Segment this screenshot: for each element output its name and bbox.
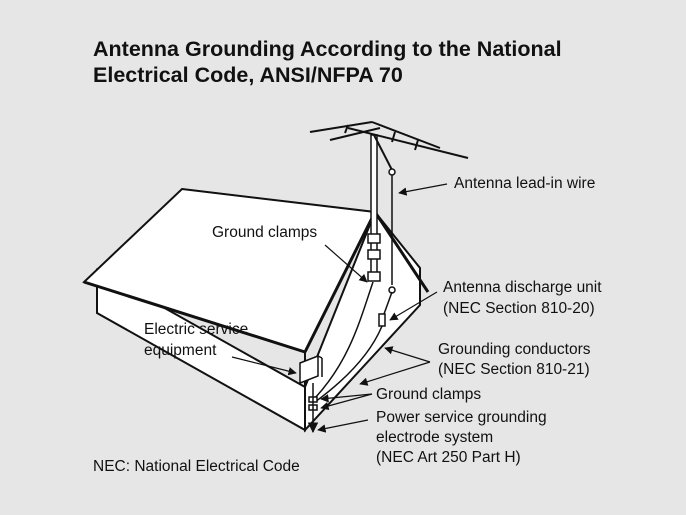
label-grounding-conductors-line1: Grounding conductors	[438, 341, 591, 358]
grounding-conductor-1	[314, 281, 374, 399]
label-electric-service-line1: Electric service	[144, 321, 249, 338]
label-antenna-lead-in-wire: Antenna lead-in wire	[454, 175, 596, 192]
footnote-nec: NEC: National Electrical Code	[93, 458, 300, 475]
antenna-discharge-unit	[378, 313, 386, 327]
roof-eave	[83, 280, 306, 354]
label-discharge-unit-line1: Antenna discharge unit	[443, 279, 602, 296]
label-power-service-line1: Power service grounding	[376, 409, 547, 426]
antenna-array	[309, 121, 469, 171]
mast-ground-clamps	[367, 233, 381, 282]
label-power-service-line2: electrode system	[376, 429, 494, 446]
diagram-title: Antenna Grounding According to the Natio…	[93, 36, 653, 88]
label-discharge-unit-line2: (NEC Section 810-20)	[443, 300, 595, 317]
title-line-1: Antenna Grounding According to the Natio…	[93, 37, 562, 61]
electric-service-box	[299, 354, 319, 385]
label-grounding-conductors-line2: (NEC Section 810-21)	[438, 361, 590, 378]
leader-arrows	[231, 183, 448, 433]
label-ground-clamps-top: Ground clamps	[212, 224, 318, 241]
label-electric-service-line2: equipment	[144, 342, 217, 359]
label-ground-clamps-bottom: Ground clamps	[376, 386, 482, 403]
title-line-2: Electrical Code, ANSI/NFPA 70	[93, 63, 403, 87]
label-power-service-line3: (NEC Art 250 Part H)	[376, 449, 521, 466]
